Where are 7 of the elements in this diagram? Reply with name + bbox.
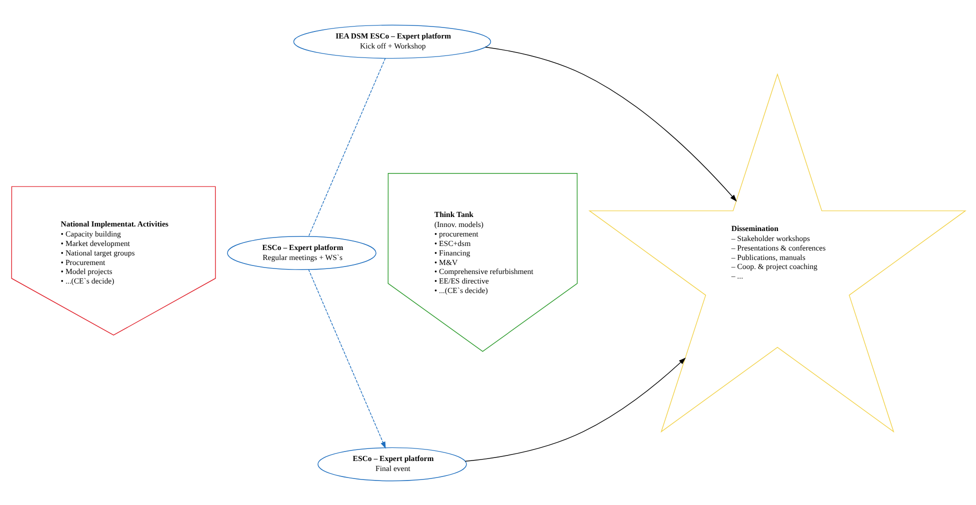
arrow [308,268,386,448]
connector [308,57,386,236]
node-ellipse: IEA DSM ESCo – Expert platform Kick off + Workshop [292,24,491,58]
arrow [464,357,686,462]
node-ellipse: ESCo – Expert platform Final event [317,446,466,481]
arrow [484,46,736,202]
node-ellipse: ESCo – Expert platform Regular meetings + WS`s [226,236,376,270]
